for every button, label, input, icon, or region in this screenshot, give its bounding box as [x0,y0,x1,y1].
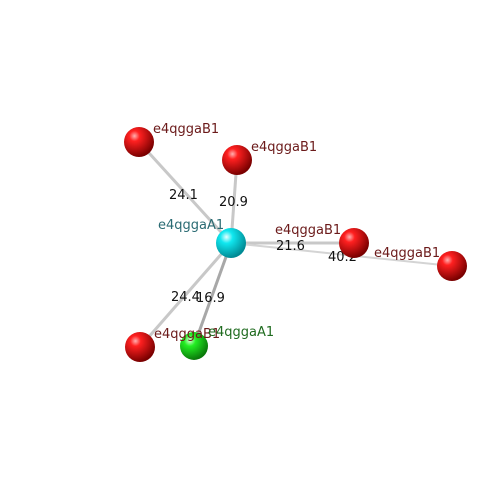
atom-label-center: e4qggaA1 [158,218,224,233]
bond-n6 [192,242,233,347]
bond-n1 [137,140,233,245]
atom-label-n1: e4qggaB1 [153,122,219,137]
atom-n2[interactable] [222,145,252,175]
bond-n5 [138,242,233,348]
atom-labels: e4qggaB1 e4qggaB1 e4qggaB1 e4qggaB1 e4qg… [153,122,440,342]
atom-n4[interactable] [437,251,467,281]
distance-label-n6: 16.9 [196,291,225,306]
atoms [124,127,467,362]
atom-label-n4: e4qggaB1 [374,246,440,261]
distance-label-n1: 24.1 [169,188,198,203]
atom-center[interactable] [216,228,246,258]
atom-label-n5: e4qggaB1 [154,327,220,342]
distance-label-n5: 24.4 [171,290,200,305]
atom-n5[interactable] [125,332,155,362]
atom-n6[interactable] [180,332,208,360]
atom-n3[interactable] [339,228,369,258]
distance-label-n2: 20.9 [219,195,248,210]
atom-label-n3: e4qggaB1 [275,223,341,238]
bond-n4 [230,242,453,267]
atom-label-n2: e4qggaB1 [251,140,317,155]
distance-label-n3: 21.6 [276,239,305,254]
distance-labels: 24.1 20.9 21.6 40.2 24.4 16.9 [169,188,357,306]
atom-n1[interactable] [124,127,154,157]
atom-label-n6: e4qggaA1 [208,325,274,340]
